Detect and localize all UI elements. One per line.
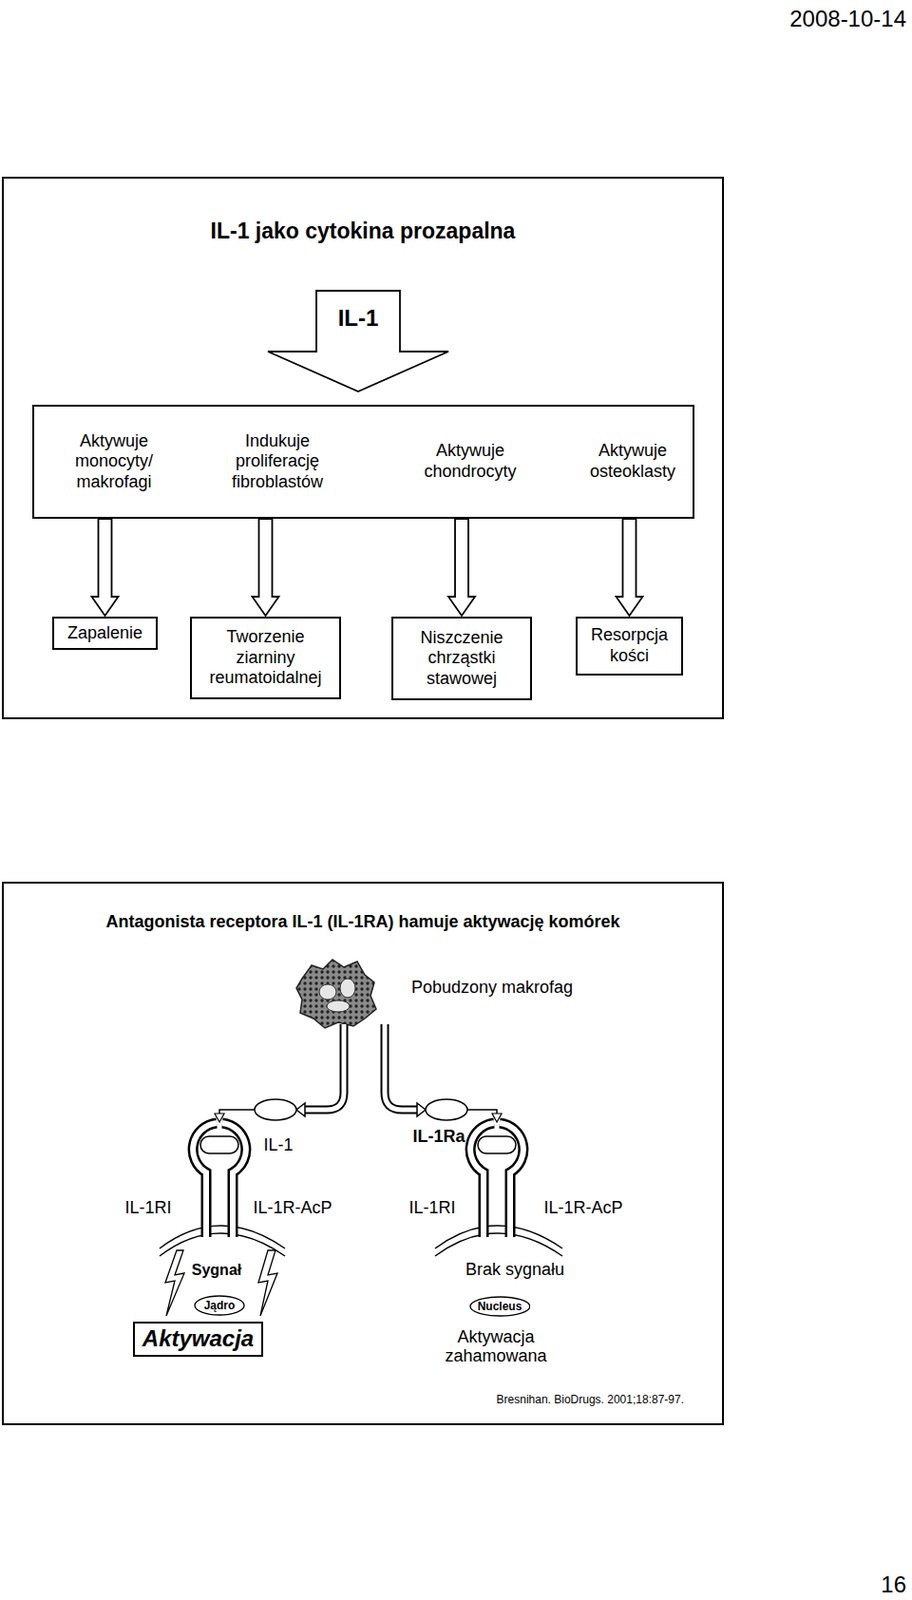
- panel: JądroAktywacja Nucleus Antagonista recepto…: [1, 881, 724, 1425]
- box-text: Aktywuje chondrocyty: [405, 440, 535, 482]
- block-arrow-connector: [616, 518, 644, 616]
- process-box: Aktywuje monocyty/ makrofagi Indukuje pro…: [32, 404, 695, 519]
- box-text: Jądro: [204, 1298, 236, 1312]
- date-stamp: 2008-10-14: [789, 6, 907, 32]
- macrophage: [296, 959, 377, 1028]
- block-arrow-connector: [92, 518, 119, 616]
- nucleus-ellipse: Nucleus: [469, 1295, 532, 1317]
- receptor-label: IL-1RI: [124, 1198, 171, 1218]
- box-text: Aktywacja: [142, 1325, 254, 1353]
- box-text: Tworzenie ziarniny reumatoidalnej: [194, 627, 337, 689]
- page-number: 16: [880, 1572, 907, 1597]
- box-text: Niszczenie chrząstki stawowej: [396, 627, 528, 690]
- outcome-box: Tworzenie ziarniny reumatoidalnej: [190, 616, 342, 700]
- box-text: Zapalenie: [67, 623, 143, 645]
- ligand-label: IL-1: [263, 1136, 293, 1156]
- ligand-label: IL-1Ra: [412, 1127, 465, 1147]
- secretion-tubes: [296, 1024, 426, 1117]
- box-text: Aktywuje osteoklasty: [568, 440, 698, 482]
- panel-heading: Antagonista receptora IL-1 (IL-1RA) hamu…: [105, 912, 620, 933]
- ligands: [214, 1099, 502, 1122]
- result-label: Aktywacja zahamowana: [429, 1328, 563, 1367]
- box-text: IL-1: [266, 304, 450, 333]
- citation: Bresnihan. BioDrugs. 2001;18:87-97.: [496, 1393, 684, 1406]
- block-arrow: IL-1: [266, 289, 450, 393]
- receptor-label: IL-1RI: [408, 1198, 456, 1218]
- receptors: [192, 1122, 524, 1237]
- signal-label: Brak sygnału: [465, 1260, 565, 1280]
- outcome-box: Resorpcja kości: [575, 616, 684, 676]
- membranes: [159, 1225, 563, 1256]
- nucleus-ellipse: Jądro: [193, 1294, 246, 1316]
- signal-bolts: [165, 1250, 278, 1316]
- panel-heading: IL-1 jako cytokina prozapalna: [210, 218, 516, 246]
- outcome-box: Zapalenie: [52, 616, 158, 650]
- panel: IL-1Aktywuje monocyty/ makrofagi Indukuje…: [1, 176, 724, 720]
- result-box: Aktywacja: [133, 1321, 264, 1357]
- receptor-label: IL-1R-AcP: [252, 1198, 332, 1218]
- block-arrow-connector: [448, 518, 475, 616]
- box-text: Nucleus: [477, 1299, 523, 1313]
- cell-label: Pobudzony makrofag: [411, 978, 573, 998]
- receptor-label: IL-1R-AcP: [543, 1198, 623, 1218]
- block-arrow-connector: [252, 518, 280, 616]
- box-text: Aktywuje monocyty/ makrofagi: [49, 431, 179, 494]
- signal-label: Sygnał: [191, 1261, 242, 1279]
- outcome-box: Niszczenie chrząstki stawowej: [391, 616, 532, 701]
- box-text: Indukuje proliferację fibroblastów: [212, 431, 342, 494]
- box-text: Resorpcja kości: [580, 625, 679, 666]
